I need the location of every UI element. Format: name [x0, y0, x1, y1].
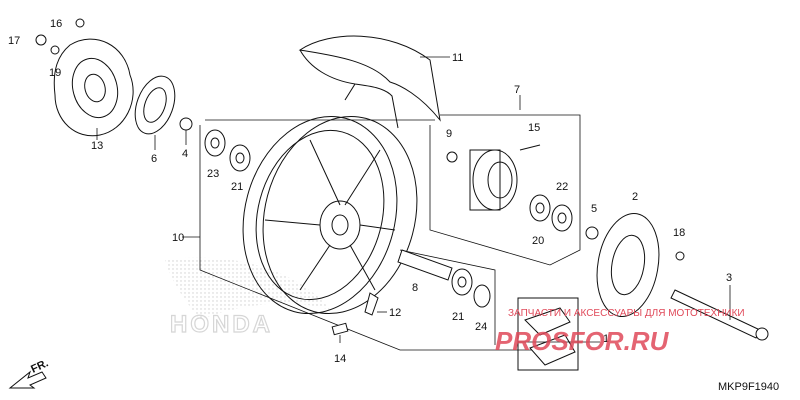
callout-23: 23	[207, 168, 219, 180]
callout-14: 14	[334, 353, 346, 365]
callout-2: 2	[632, 191, 638, 203]
direction-label: FR.	[29, 357, 50, 375]
assembly-boxes	[199, 114, 581, 351]
callout-21: 21	[231, 181, 243, 193]
tire-part	[298, 35, 441, 129]
callout-4: 4	[182, 148, 188, 160]
watermark-caption: ЗАПЧАСТИ И АКСЕССУАРЫ ДЛЯ МОТОТЕХНИКИ	[508, 308, 745, 319]
hub-part	[446, 144, 541, 211]
callout-1: 1	[603, 333, 609, 345]
diagram-code: MKP9F1940	[718, 381, 779, 393]
callout-12: 12	[389, 307, 401, 319]
disc-cover-part	[134, 75, 176, 135]
brake-disc-part	[53, 38, 134, 137]
front-arrow-icon: FR.	[8, 357, 50, 389]
callout-3: 3	[726, 272, 732, 284]
callout-16: 16	[50, 18, 62, 30]
bearings	[35, 18, 685, 308]
sprocket-part	[596, 213, 660, 317]
valve-part	[331, 292, 379, 336]
honda-wing-watermark: HONDA	[165, 257, 330, 339]
callout-24: 24	[475, 321, 487, 333]
callout-8: 8	[412, 282, 418, 294]
callout-19: 19	[49, 67, 61, 79]
leader-lines	[96, 56, 731, 343]
callout-21b: 21	[452, 311, 464, 323]
callout-15: 15	[528, 122, 540, 134]
honda-brand-text: HONDA	[170, 311, 273, 338]
callout-5: 5	[591, 203, 597, 215]
callout-11: 11	[452, 52, 463, 64]
callout-10: 10	[172, 232, 184, 244]
spacer-part	[397, 249, 453, 281]
callout-13: 13	[91, 140, 103, 152]
axle-part	[670, 289, 769, 341]
callout-17: 17	[8, 35, 20, 47]
damper-part	[517, 297, 579, 371]
wheel-part	[242, 115, 418, 315]
callouts: 1 2 3 4 5 6 7 8 9 10 11 12 13 14 15 16 1…	[8, 18, 732, 365]
watermark-site: PROSFOR.RU	[495, 326, 670, 356]
callout-18: 18	[673, 227, 685, 239]
callout-20: 20	[532, 235, 544, 247]
callout-6: 6	[151, 153, 157, 165]
callout-7: 7	[514, 84, 520, 96]
callout-9: 9	[446, 128, 452, 140]
callout-22: 22	[556, 181, 568, 193]
